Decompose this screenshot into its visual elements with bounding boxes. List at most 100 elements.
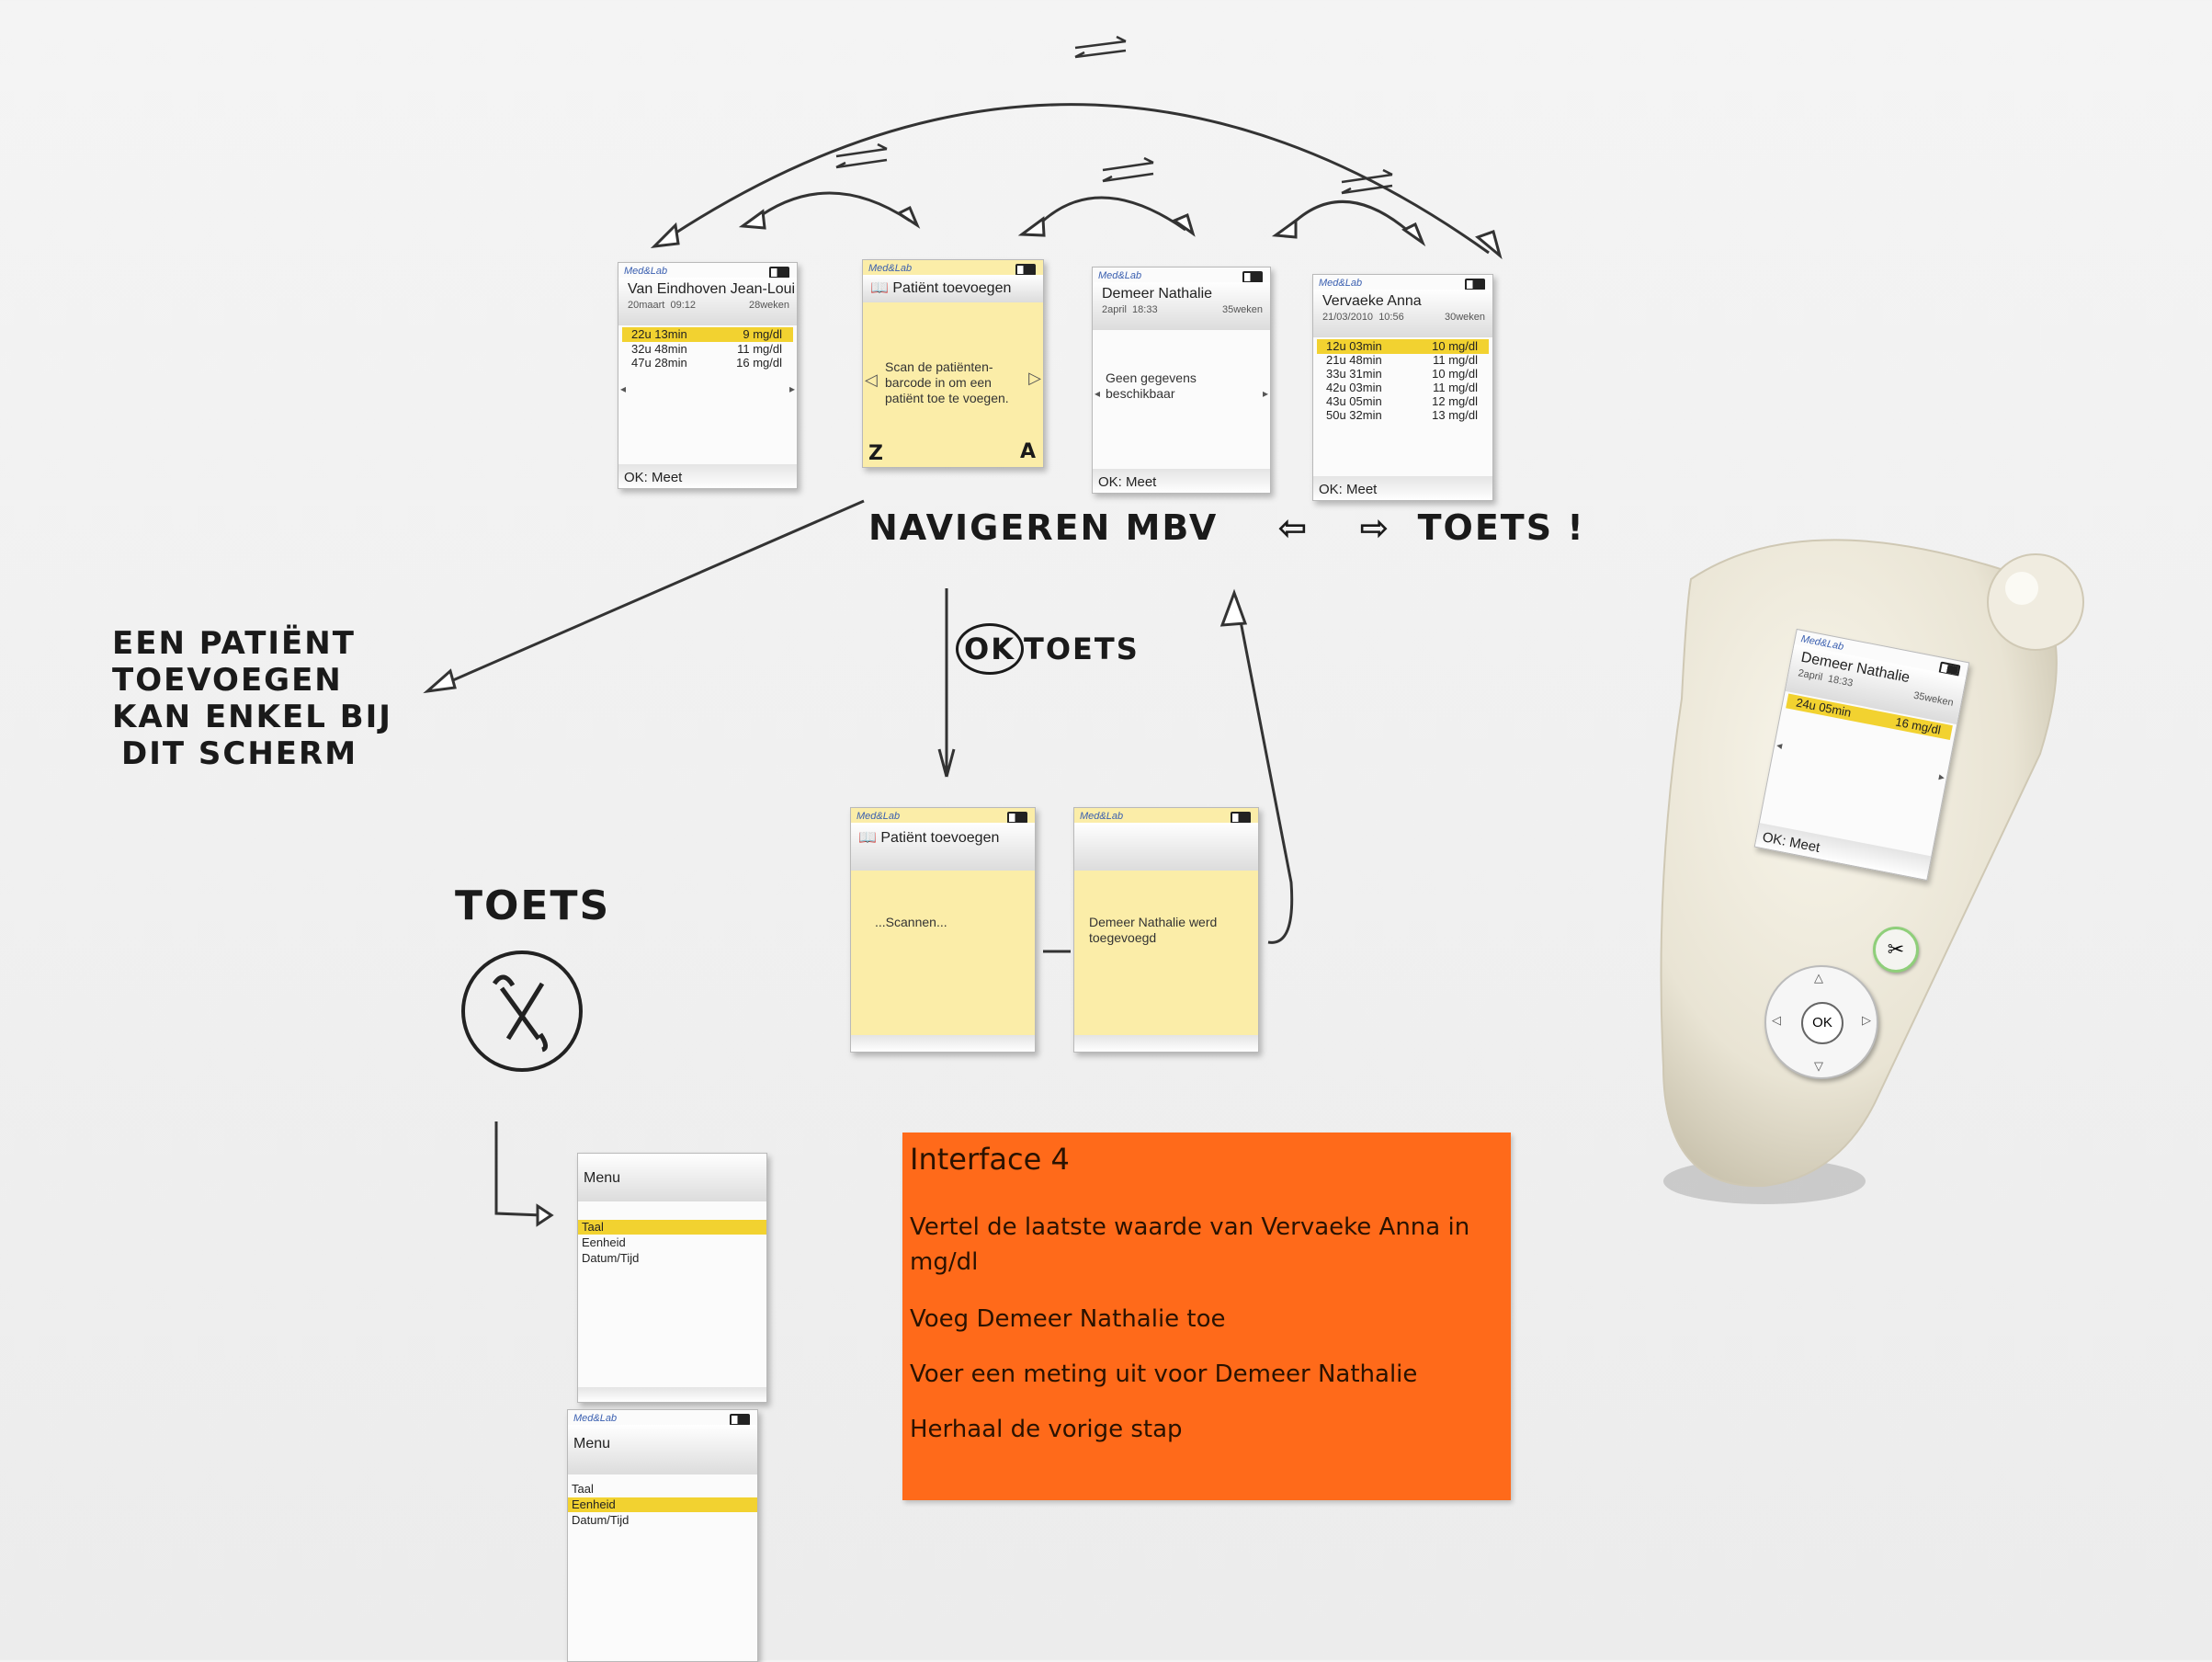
patient-name: Vervaeke Anna (1322, 293, 1422, 309)
nav-up-button[interactable]: △ (1814, 971, 1823, 985)
patient-name: Demeer Nathalie (1102, 286, 1213, 302)
date: 2april (1102, 304, 1127, 315)
instruction-text: Scan de patiënten- barcode in om een pat… (885, 359, 1009, 405)
time: 09:12 (670, 300, 697, 311)
screen-patient-vervaeke: Med&Lab Vervaeke Anna 21/03/2010 10:56 3… (1312, 274, 1493, 501)
no-data-text: Geen gegevens beschikbaar (1106, 370, 1197, 401)
task-item: Voeg Demeer Nathalie toe (910, 1305, 1226, 1333)
note-line: TOEVOEGEN (112, 662, 343, 699)
date: 20maart (628, 300, 665, 311)
screen-patient-added: Med&Lab Demeer Nathalie werd toegevoegd (1073, 807, 1259, 1053)
settings-key-button[interactable]: ✂ (1873, 927, 1919, 973)
softkey-ok-label: OK: Meet (1319, 482, 1378, 497)
menu-item-eenheid[interactable]: Eenheid (582, 1235, 626, 1249)
task-card-title: Interface 4 (910, 1142, 1070, 1177)
screen-add-patient: Med&Lab 📖 Patiënt toevoegen Scan de pati… (862, 259, 1044, 468)
screen-title: Menu (573, 1436, 611, 1451)
screen-title: 📖 Patiënt toevoegen (870, 280, 1012, 296)
date-time: 20maart 09:12 (628, 300, 696, 311)
screen-footer (1313, 476, 1492, 500)
arrow-left-icon: ◂ (1775, 738, 1784, 753)
date-time: 21/03/2010 10:56 (1322, 312, 1404, 323)
softkey-ok-label: OK: Meet (624, 470, 683, 485)
book-icon: 📖 (870, 280, 889, 296)
screen-header (851, 823, 1035, 871)
screen-footer (1074, 1035, 1258, 1052)
date: 21/03/2010 (1322, 312, 1374, 323)
screen-title: Menu (584, 1170, 621, 1186)
screen-title: 📖 Patiënt toevoegen (858, 830, 1000, 846)
ok-button[interactable]: OK (1801, 1002, 1843, 1044)
screen-footer (618, 464, 797, 488)
task-item: mg/dl (910, 1248, 979, 1276)
screen-header (568, 1425, 757, 1474)
nav-down-button[interactable]: ▽ (1814, 1059, 1823, 1073)
time: 18:33 (1132, 304, 1158, 315)
toets-text: TOETS ! (1417, 507, 1585, 548)
screen-patient-van-eindhoven: Med&Lab Van Eindhoven Jean-Loui 20maart … (618, 262, 798, 489)
task-item: Vertel de laatste waarde van Vervaeke An… (910, 1213, 1470, 1241)
note-line: KAN ENKEL BIJ (112, 699, 392, 735)
arrow-left-icon: ◁ (865, 370, 878, 389)
screen-header (1074, 823, 1258, 871)
arrow-left-icon: ◂ (620, 382, 627, 395)
screen-header (863, 275, 1043, 302)
date-time: 2april 18:33 (1102, 304, 1158, 315)
brand-logo: Med&Lab (868, 263, 913, 274)
nav-right-button[interactable]: ▷ (1862, 1013, 1871, 1027)
letter-a: A (1019, 440, 1038, 463)
wrench-icon: ✂ (1887, 938, 1905, 961)
arrow-right-icon: ▸ (788, 382, 795, 395)
menu-item-datum-tijd[interactable]: Datum/Tijd (582, 1251, 640, 1265)
ok-key-icon: OK (956, 623, 1024, 675)
confirmation-text: Demeer Nathalie werd toegevoegd (1089, 915, 1218, 945)
toets-label: TOETS (455, 882, 611, 929)
screen-header (1093, 282, 1270, 330)
brand-logo: Med&Lab (573, 1413, 618, 1424)
arrow-right-icon: ▸ (1262, 387, 1268, 400)
add-patient-note: EEN PATIËNT TOEVOEGEN KAN ENKEL BIJ DIT … (112, 625, 392, 772)
task-card: Interface 4 Vertel de laatste waarde van… (902, 1133, 1511, 1500)
screen-scanning: Med&Lab 📖 Patiënt toevoegen ...Scannen..… (850, 807, 1036, 1053)
navigate-text: NAVIGEREN MBV (868, 507, 1219, 548)
menu-item-taal[interactable]: Taal (578, 1220, 766, 1235)
ok-toets-text: TOETS (1024, 632, 1140, 666)
arrow-right-key-icon: ⇨ (1359, 507, 1391, 548)
navigation-pad[interactable]: △ ▽ ◁ ▷ OK (1764, 965, 1878, 1079)
screen-footer (1093, 469, 1270, 493)
screen-patient-demeer: Med&Lab Demeer Nathalie 2april 18:33 35w… (1092, 267, 1271, 494)
navigate-label: NAVIGEREN MBV ⇦ ⇨ TOETS ! (868, 507, 1585, 548)
time: 10:56 (1378, 312, 1404, 323)
device-prototype: Med&Lab Demeer Nathalie 2april 18:33 35w… (1654, 515, 2114, 1213)
nav-left-button[interactable]: ◁ (1772, 1013, 1781, 1027)
menu-item-taal[interactable]: Taal (572, 1482, 594, 1496)
arrow-left-icon: ◂ (1095, 387, 1101, 400)
weeks: 30weken (1444, 312, 1485, 323)
screen-footer (578, 1387, 766, 1402)
brand-logo: Med&Lab (1319, 278, 1363, 289)
screen-footer (851, 1035, 1035, 1052)
task-item: Herhaal de vorige stap (910, 1416, 1183, 1443)
softkey-ok-label: OK: Meet (1098, 474, 1157, 490)
task-item: Voer een meting uit voor Demeer Nathalie (910, 1360, 1418, 1388)
note-line: DIT SCHERM (121, 735, 358, 772)
weeks: 28weken (748, 300, 789, 311)
screen-header (618, 278, 797, 325)
menu-item-datum-tijd[interactable]: Datum/Tijd (572, 1513, 630, 1527)
screen-header (578, 1154, 766, 1201)
brand-logo: Med&Lab (624, 266, 668, 277)
book-icon: 📖 (858, 830, 877, 846)
patient-name: Van Eindhoven Jean-Loui (628, 281, 796, 297)
menu-item-eenheid[interactable]: Eenheid (568, 1497, 757, 1512)
